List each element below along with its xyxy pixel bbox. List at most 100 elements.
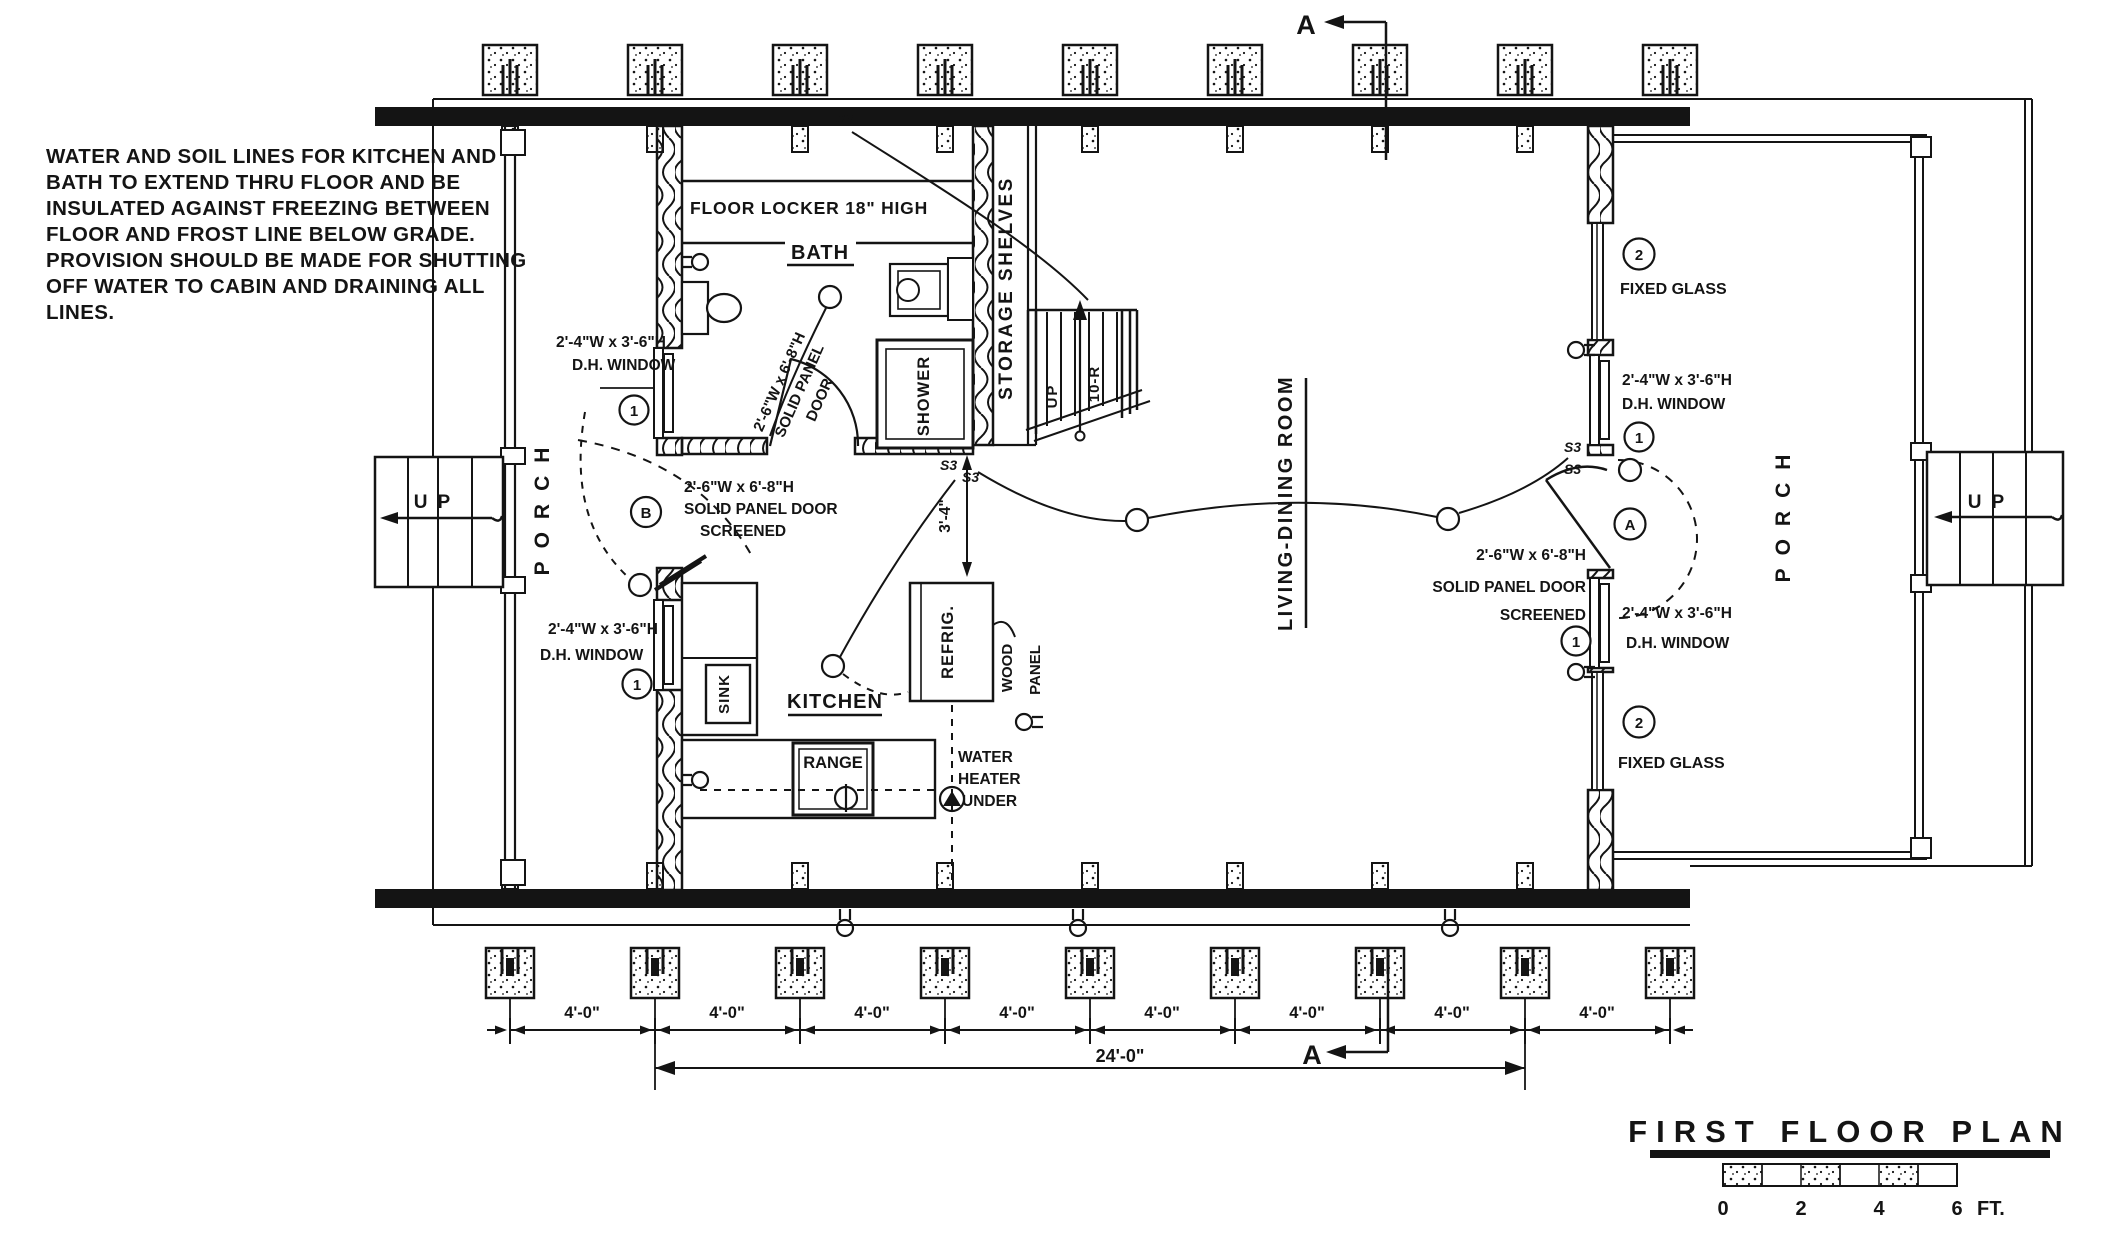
door-label: SOLID PANEL DOOR — [1432, 579, 1586, 596]
bath-south-wall — [680, 436, 769, 456]
porch-light-right — [1617, 457, 1643, 483]
door-screened: SCREENED — [700, 523, 786, 540]
fixed-glass-label: FIXED GLASS — [1620, 281, 1727, 298]
door-label: SOLID PANEL DOOR — [684, 501, 838, 518]
toilet — [680, 280, 743, 336]
general-note: WATER AND SOIL LINES FOR KITCHEN AND BAT… — [46, 145, 527, 324]
outlet — [679, 252, 710, 272]
bath-room: FLOOR LOCKER 18" HIGH BATH SHOWER 2'-6"W… — [680, 179, 975, 450]
bay-dim: 4'-0" — [1289, 1004, 1325, 1022]
bath-door — [768, 357, 860, 447]
storage-shelves: STORAGE SHELVES — [996, 176, 1017, 400]
three-way-switch: S3 — [962, 469, 979, 485]
storage-partition-wall — [971, 124, 995, 447]
floor-locker-label: FLOOR LOCKER 18" HIGH — [690, 198, 928, 218]
fixed-glass-mark: 2 — [1635, 715, 1643, 732]
dimension-string: 4'-0" 4'-0" 4'-0" 4'-0" 4'-0" 4'-0" 4'-0… — [486, 998, 1694, 1090]
outlet — [1014, 712, 1045, 732]
stairs-risers-label: 10-R — [1086, 366, 1103, 403]
scale-ft: FT. — [1977, 1198, 2005, 1220]
fixed-glass-label: FIXED GLASS — [1618, 755, 1725, 772]
interior-stairs: UP 10-R — [1025, 300, 1151, 442]
three-way-switch: S3 — [940, 457, 957, 473]
porch-light-left — [627, 572, 653, 598]
bay-dim: 4'-0" — [1579, 1004, 1615, 1022]
section-a-top: A — [1296, 10, 1316, 40]
stairs-direction-arrow — [1073, 300, 1087, 320]
living-ceiling-light-2 — [1435, 506, 1461, 532]
left-porch-label: PORCH — [531, 435, 554, 576]
doors — [577, 357, 1698, 619]
left-wall — [655, 124, 684, 350]
bay-dim: 4'-0" — [1434, 1004, 1470, 1022]
note-line: BATH TO EXTEND THRU FLOOR AND BE — [46, 171, 460, 194]
door-size: 2'-6"W x 6'-8"H — [1476, 547, 1586, 564]
right-porch-label: PORCH — [1772, 442, 1795, 583]
dh-window-right-lower — [1589, 577, 1610, 669]
wire-circuit-dashed — [700, 705, 953, 886]
switches: S3 S3 S3 S3 S3 — [836, 111, 1581, 485]
outlet — [1068, 907, 1088, 938]
refrigerator — [908, 581, 995, 703]
lavatory — [888, 257, 974, 321]
left-stairs-up-label: UP — [414, 492, 460, 513]
fixed-glass-upper — [1591, 222, 1604, 341]
door-size: 2'-6"W x 6'-8"H — [684, 479, 794, 496]
left-porch-stairs: UP — [373, 455, 505, 589]
outlet — [1440, 907, 1460, 938]
door-a-mark: A — [1625, 517, 1636, 534]
window-size: 2'-4"W x 3'-6"H — [556, 334, 666, 351]
bay-dim: 4'-0" — [1144, 1004, 1180, 1022]
wire-living — [977, 457, 1569, 523]
section-markers: A A — [1296, 10, 1390, 1070]
bath-door-label: 2'-6"W x 6'-8"H SOLID PANEL DOOR — [750, 330, 837, 440]
door-b-mark: B — [641, 505, 652, 522]
section-a-bottom: A — [1302, 1040, 1322, 1070]
kitchen-ceiling-light — [820, 653, 846, 679]
living-ceiling-light-1 — [1124, 507, 1150, 533]
scale-2: 2 — [1795, 1198, 1806, 1220]
foundation — [375, 43, 1699, 1000]
shower-stall: SHOWER — [875, 338, 975, 450]
range-label: RANGE — [803, 754, 863, 772]
stairs-up-label: UP — [1044, 384, 1061, 409]
window-mark: 1 — [633, 677, 641, 694]
title-block: FIRST FLOOR PLAN 0 2 4 6 FT. — [1628, 1114, 2063, 1220]
door-a-swing-porch — [1617, 459, 1698, 619]
kitchen-clear-dimension: 3'-4" — [937, 455, 972, 577]
outlet — [835, 907, 855, 938]
door-b-leaf — [653, 554, 708, 592]
electrical: S3 S3 S3 S3 S3 — [579, 111, 1643, 938]
right-porch-stairs: UP — [1925, 450, 2065, 587]
top-sill-beam — [375, 107, 1690, 126]
scale-6: 6 — [1951, 1198, 1962, 1220]
dh-window-left-lower — [653, 599, 674, 691]
door-screened: SCREENED — [1500, 607, 1586, 624]
window-label: D.H. WINDOW — [572, 357, 676, 374]
scale-bar: 0 2 4 6 FT. — [1717, 1163, 2005, 1220]
bath-label: BATH — [791, 242, 849, 264]
left-wall-callouts: 2'-4"W x 3'-6"H D.H. WINDOW 1 B 2'-6"W x… — [540, 334, 838, 700]
water-heater-line3: UNDER — [962, 793, 1017, 810]
windows — [653, 222, 1610, 791]
right-stairs-up-label: UP — [1968, 492, 2014, 513]
bottom-piers — [484, 946, 1696, 1000]
bottom-sill-beam — [375, 889, 1690, 908]
window-size: 2'-4"W x 3'-6"H — [1622, 372, 1732, 389]
window-size: 2'-4"W x 3'-6"H — [1622, 605, 1732, 622]
note-line: OFF WATER TO CABIN AND DRAINING ALL — [46, 275, 485, 298]
three-way-switch: S3 — [1564, 461, 1581, 477]
door-a-leaf — [1544, 479, 1612, 569]
door-a-swing-room — [1545, 465, 1608, 482]
water-heater-line2: HEATER — [958, 771, 1021, 788]
three-way-switch: S3 — [1564, 439, 1581, 455]
shower-label: SHOWER — [915, 356, 933, 436]
three-way-switch: S3 — [836, 111, 853, 127]
bay-dim: 4'-0" — [854, 1004, 890, 1022]
window-label: D.H. WINDOW — [540, 647, 644, 664]
overall-dimension: 24'-0" — [1096, 1046, 1145, 1066]
note-line: PROVISION SHOULD BE MADE FOR SHUTTING — [46, 249, 527, 272]
fixed-glass-mark: 2 — [1635, 247, 1643, 264]
water-heater-line1: WATER — [958, 749, 1013, 766]
